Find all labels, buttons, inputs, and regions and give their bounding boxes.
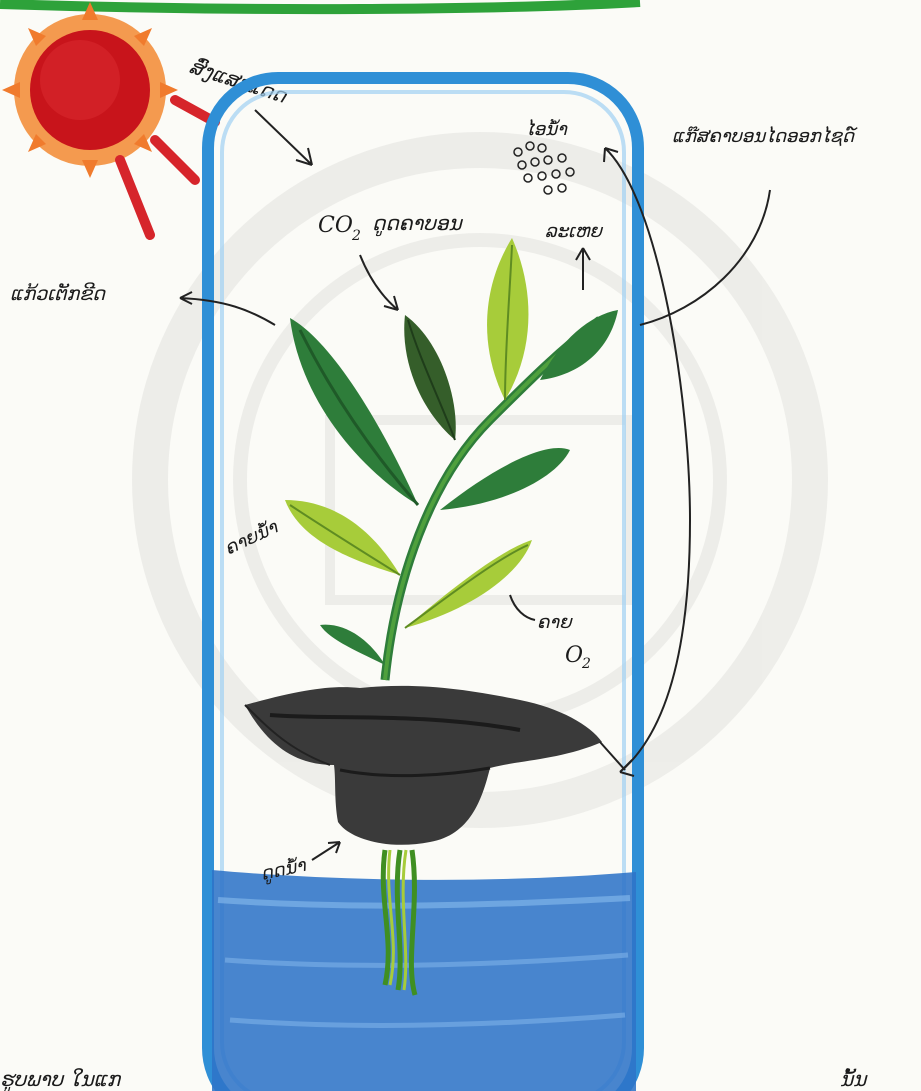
root-arrow — [312, 842, 340, 860]
bottom-text-left: ຮູບພາບ ໃນແກ — [0, 1067, 122, 1091]
top-green-line — [0, 2, 640, 9]
sun-icon — [2, 2, 178, 178]
co2-absorb-label: ດູດຄາບອນ — [372, 211, 463, 237]
evaporation-label: ລະເຫຍ — [545, 221, 604, 242]
o2-release-label: ຄາຍ — [537, 612, 573, 633]
co2-subscript: 2 — [351, 228, 361, 244]
left-outer-label: ແກ້ວເຕັກຂີດ — [10, 282, 106, 305]
sunlight-arrow — [255, 110, 312, 165]
o2-subscript: 2 — [581, 656, 591, 672]
right-note-label: ແກ໊ສຄາບອນໄດອອກໄຊດ໌ — [672, 126, 858, 147]
bottom-text-right: ນັ້ນ — [840, 1067, 868, 1091]
co2-symbol: CO — [318, 213, 353, 238]
o2-symbol: O — [565, 643, 583, 668]
vapor-label: ໄອນ້ຳ — [525, 118, 569, 140]
